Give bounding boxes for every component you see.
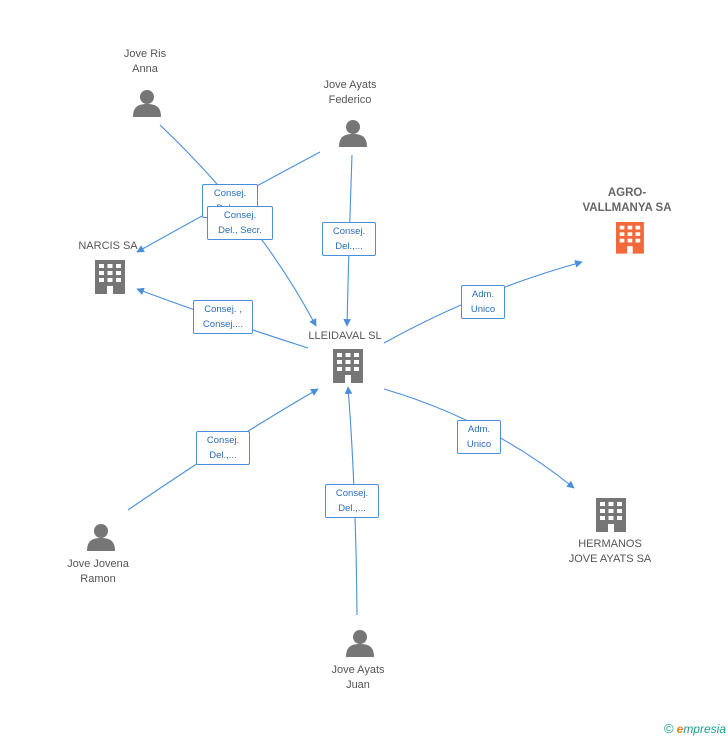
building-icon[interactable] (95, 260, 125, 294)
node-label-lleidaval[interactable]: LLEIDAVAL SL (308, 330, 382, 342)
relation-badge[interactable]: Consej. Del.,... (322, 222, 376, 256)
person-icon[interactable] (87, 524, 115, 551)
person-icon[interactable] (339, 120, 367, 147)
node-label-narcis[interactable]: NARCIS SA (78, 240, 138, 252)
node-label-jove-jovena-ramon[interactable]: Jove Jovena Ramon (67, 558, 129, 585)
node-label-jove-ayats-juan[interactable]: Jove Ayats Juan (331, 664, 385, 691)
relation-badge[interactable]: Consej. Del.,... (196, 431, 250, 465)
empresia-credit[interactable]: © empresia (664, 721, 726, 736)
building-icon[interactable] (596, 498, 626, 532)
node-label-agro-vallmanya[interactable]: AGRO- VALLMANYA SA (582, 187, 672, 214)
relation-badge[interactable]: Consej. Del., Secr. (207, 206, 273, 240)
relation-badge[interactable]: Consej. , Consej.... (193, 300, 253, 334)
person-icon[interactable] (346, 630, 374, 657)
copyright-icon: © (664, 721, 674, 736)
relation-badge[interactable]: Adm. Unico (461, 285, 505, 319)
node-label-hermanos-jove-ayats[interactable]: HERMANOS JOVE AYATS SA (568, 538, 652, 565)
relation-badge[interactable]: Adm. Unico (457, 420, 501, 454)
node-label-jove-ayats-federico[interactable]: Jove Ayats Federico (323, 79, 377, 106)
empresia-logo: empresia (676, 721, 726, 736)
person-icon[interactable] (133, 90, 161, 117)
node-label-jove-ris-anna[interactable]: Jove Ris Anna (123, 48, 167, 75)
building-icon[interactable] (333, 349, 363, 383)
building-icon[interactable] (616, 222, 644, 254)
relation-badge[interactable]: Consej. Del.,... (325, 484, 379, 518)
